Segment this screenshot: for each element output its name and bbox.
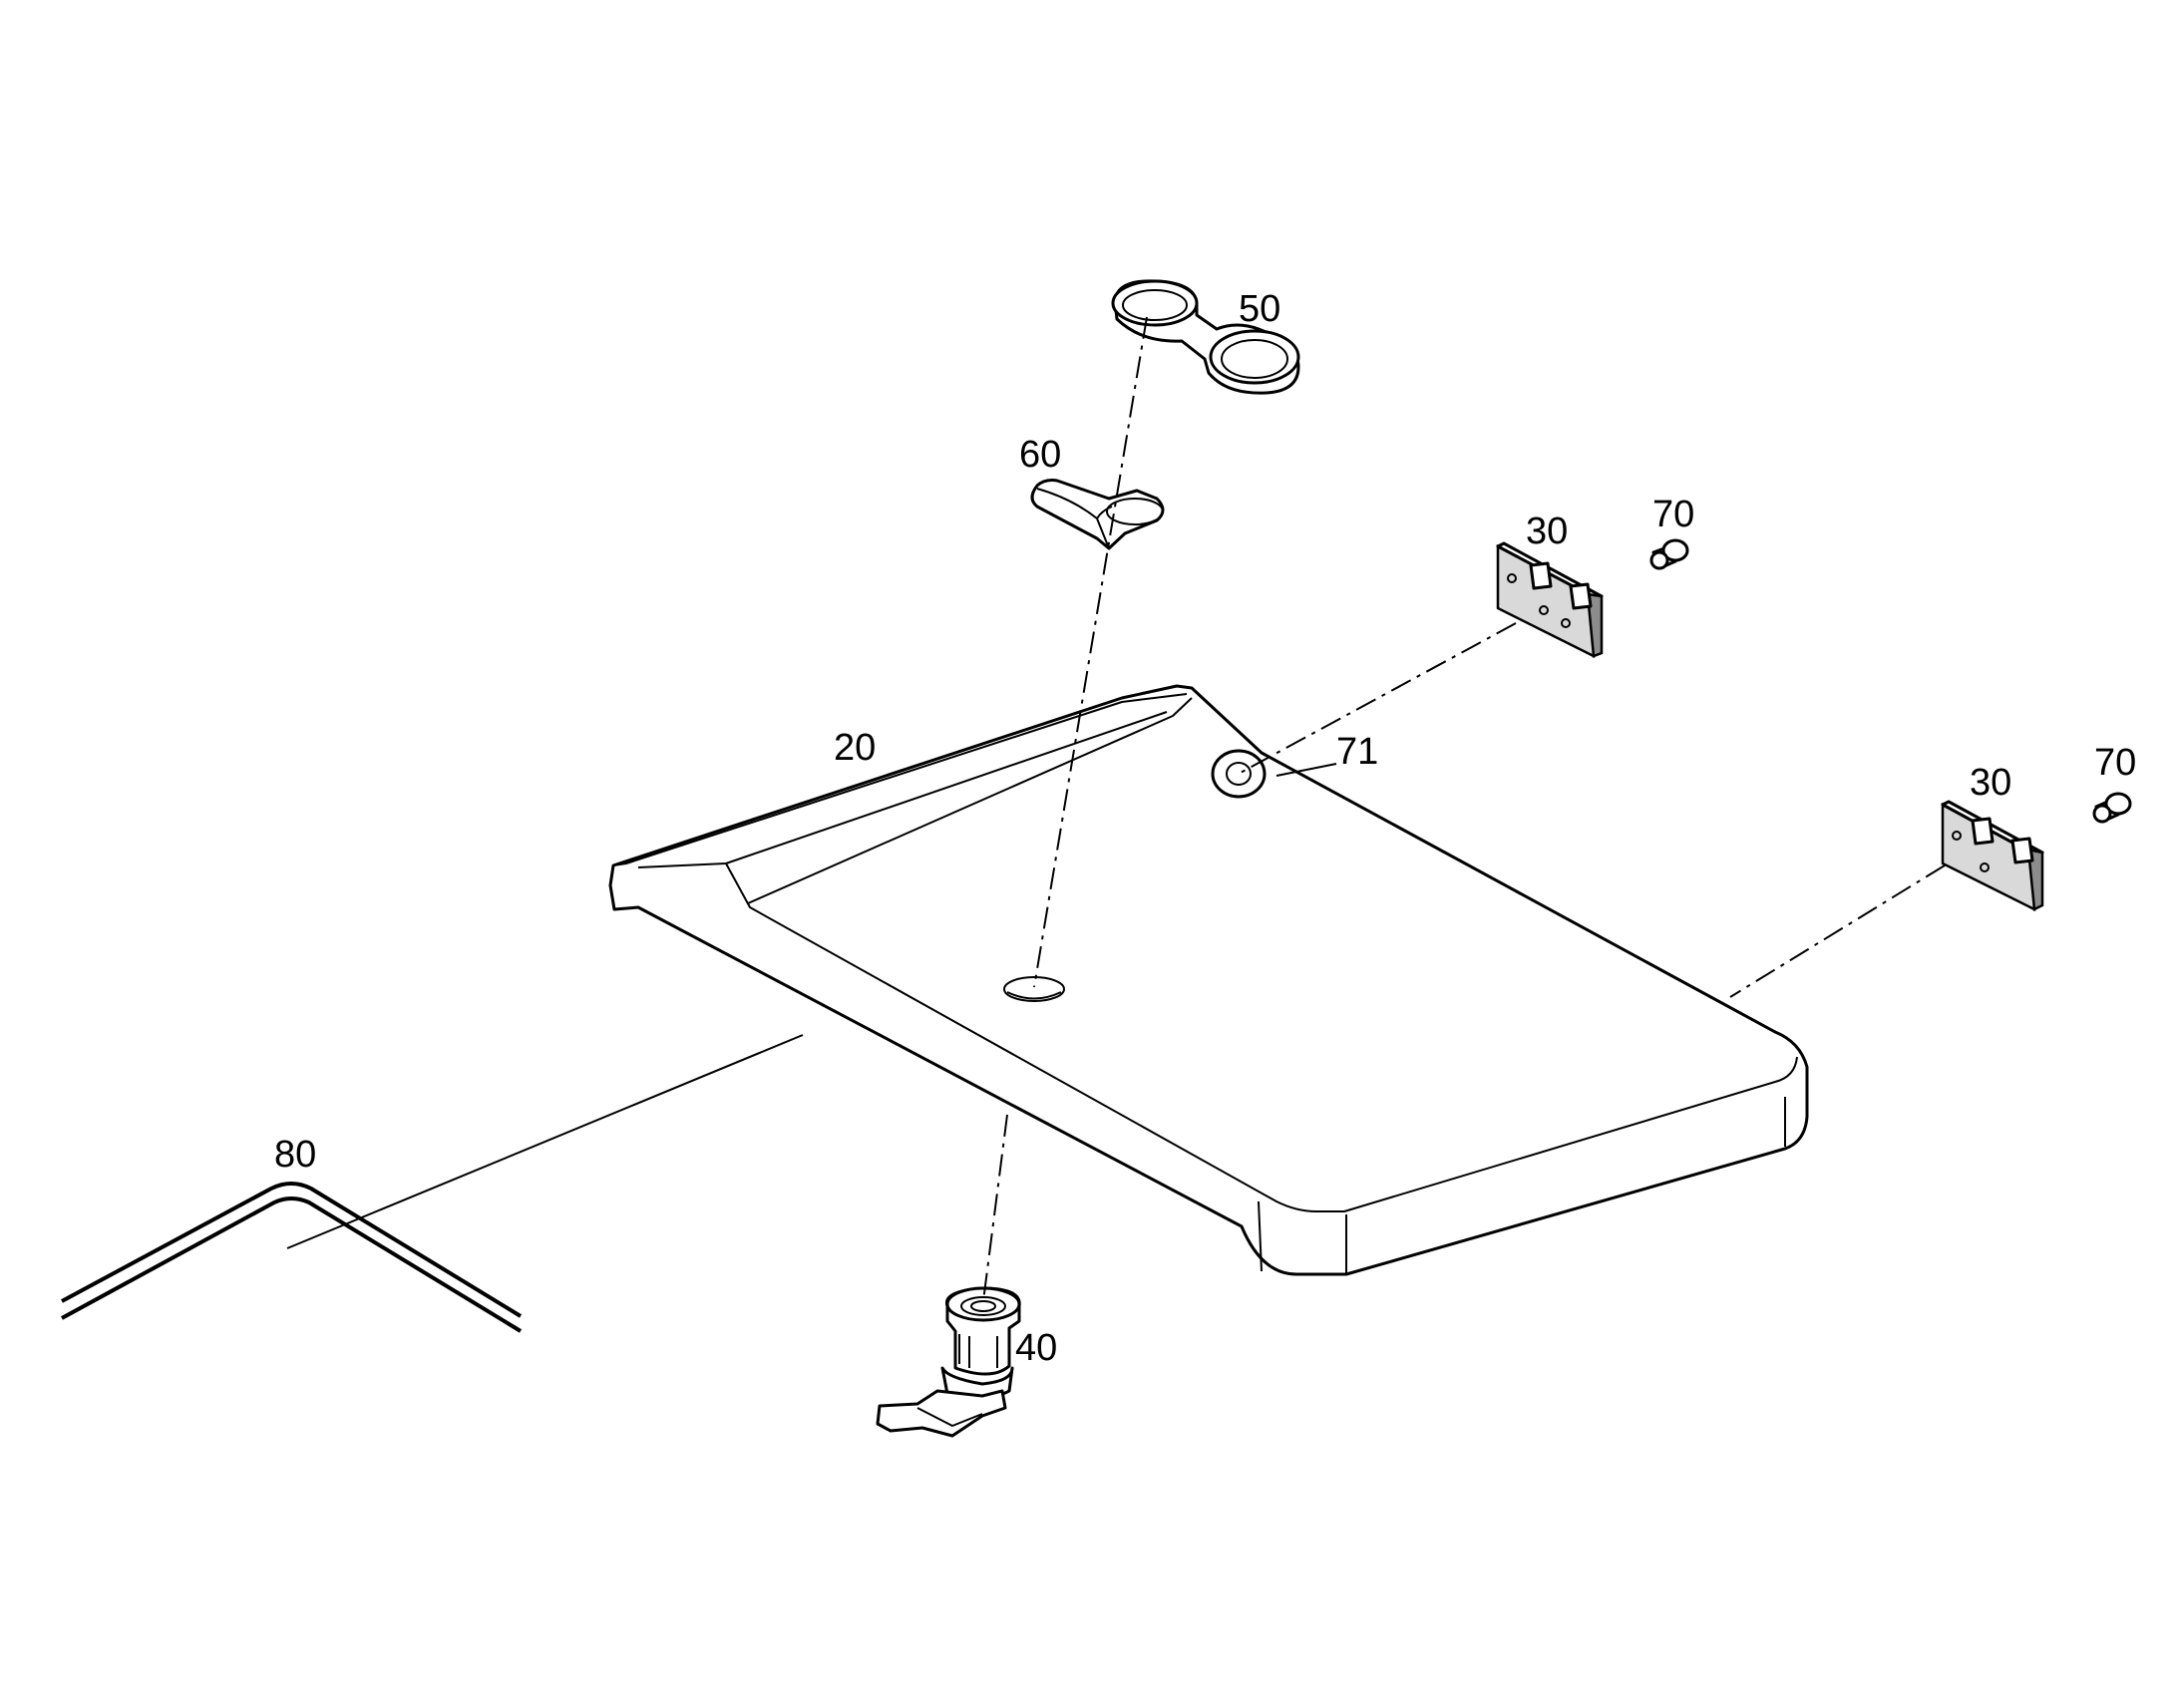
hinge-upper [1496,541,1604,658]
callout-20: 20 [834,727,876,769]
callout-40: 40 [1015,1327,1057,1369]
edge-seal [61,1182,523,1333]
lid-panel [608,684,1809,1276]
callout-70-lower: 70 [2094,742,2136,784]
hinge-lower [1941,800,2044,911]
callout-30-lower: 30 [1970,762,2011,804]
leader-71 [1275,763,1337,777]
leader-hole-to-lock [982,1114,1008,1302]
callout-30-upper: 30 [1526,511,1568,552]
callout-71: 71 [1336,731,1378,773]
leader-lines [286,316,1946,1302]
callout-60: 60 [1019,434,1061,476]
twin-cap [1111,279,1300,395]
callout-80: 80 [274,1134,316,1176]
rivet-upper [1649,538,1689,570]
callout-70-upper: 70 [1652,494,1694,535]
leader-hinge-lower [1729,864,1946,998]
grommet [1211,749,1267,799]
rivet-lower [2092,792,2132,824]
leader-hinge-upper [1238,622,1517,775]
clip [1030,479,1165,550]
callouts: 50 60 70 30 20 71 30 70 80 40 [274,288,2136,1369]
leader-seal [286,1034,804,1249]
leader-cap-to-hole [1033,316,1148,988]
callout-50: 50 [1239,288,1280,330]
cam-lock [876,1286,1021,1438]
